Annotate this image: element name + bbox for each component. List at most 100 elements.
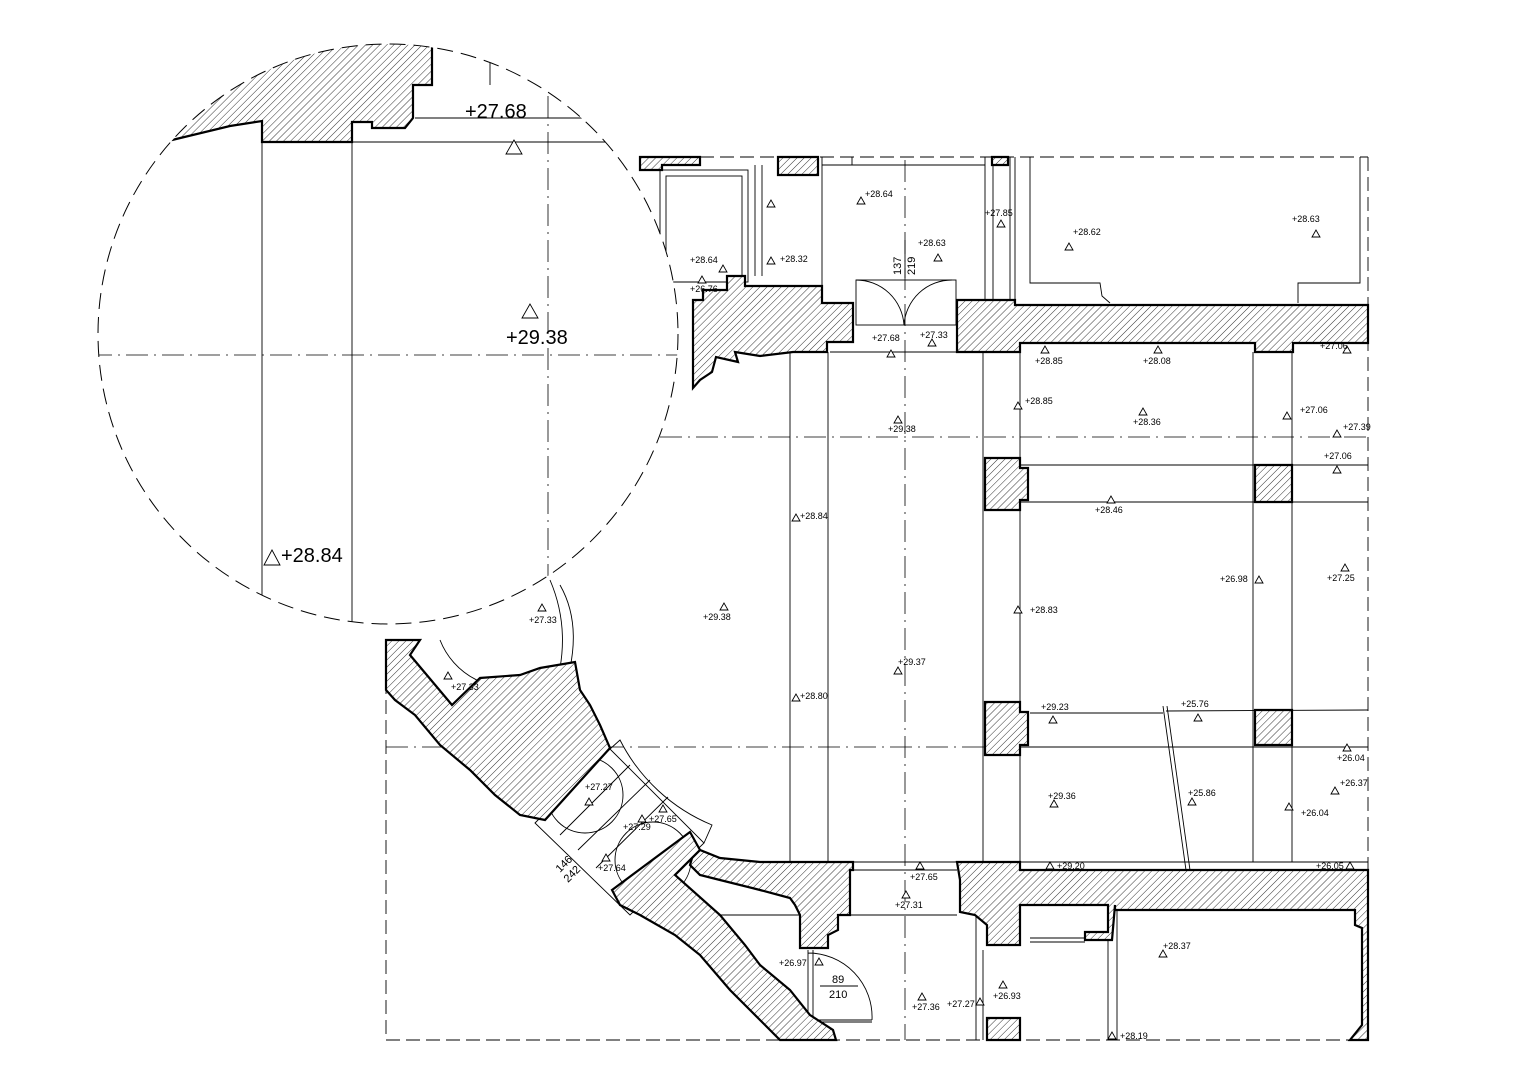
elevation-triangle-icon	[1330, 786, 1340, 795]
elevation-marker: +29.20	[1045, 861, 1085, 871]
elevation-triangle-icon	[1311, 229, 1321, 238]
elevation-triangle-icon	[856, 196, 866, 205]
elevation-label: +27.27	[947, 999, 975, 1009]
elevation-label: +27.65	[649, 814, 677, 824]
elevation-marker: +28.37	[1158, 941, 1191, 958]
elevation-triangle-icon	[1153, 345, 1163, 354]
elevation-triangle-icon	[917, 992, 927, 1001]
elevation-marker: +26.37	[1330, 778, 1368, 795]
elevation-label: +28.85	[1025, 396, 1053, 406]
detail-callout: +27.68 +29.38 +28.84	[97, 43, 679, 625]
main-door-width: 137	[892, 257, 904, 275]
elevation-label: +29.37	[898, 657, 926, 667]
elevation-triangle-icon	[1332, 465, 1342, 474]
elevation-marker: +26.98	[1220, 574, 1264, 584]
elevation-label: +27.27	[585, 782, 613, 792]
elevation-marker: +28.85	[1013, 396, 1053, 410]
elevation-triangle-icon	[601, 853, 611, 862]
elevation-marker: +28.63	[1292, 214, 1321, 238]
elevation-triangle-icon	[901, 890, 911, 899]
elevation-triangle-icon	[1045, 861, 1055, 870]
elevation-marker: +27.27	[947, 997, 985, 1009]
elevation-markers: +28.64 +28.63 +27.85 +28.62 +28.63 +28.64 +26.…	[443, 189, 1371, 1041]
elevation-triangle-icon	[886, 349, 896, 358]
elevation-label: +27.65	[910, 872, 938, 882]
elevation-label: +27.25	[1327, 573, 1355, 583]
elevation-triangle-icon	[1064, 242, 1074, 251]
elevation-marker: +27.65	[649, 804, 677, 824]
elevation-marker: +28.63	[918, 238, 946, 262]
elevation-triangle-icon	[658, 804, 668, 813]
elevation-label: +28.08	[1143, 356, 1171, 366]
elevation-label: +28.62	[1073, 227, 1101, 237]
elevation-triangle-icon	[791, 513, 801, 522]
elevation-marker: +27.33	[443, 671, 479, 692]
elevation-label: +27.06	[1324, 451, 1352, 461]
elevation-triangle-icon	[893, 666, 903, 675]
elevation-marker: +27.29	[623, 814, 651, 832]
elevation-marker: +27.31	[895, 890, 923, 910]
elevation-triangle-icon	[915, 861, 925, 870]
elevation-triangle-icon	[1013, 605, 1023, 614]
elevation-label: +27.85	[985, 208, 1013, 218]
elevation-label: +28.64	[865, 189, 893, 199]
elevation-triangle-icon	[637, 814, 647, 823]
elevation-marker: +27.25	[1327, 563, 1355, 583]
elevation-label: +27.36	[912, 1002, 940, 1012]
elevation-label: +27.31	[895, 900, 923, 910]
elevation-label: +27.33	[529, 615, 557, 625]
elevation-label: +28.46	[1095, 505, 1123, 515]
elevation-label: +28.36	[1133, 417, 1161, 427]
elevation-label: +27.29	[623, 822, 651, 832]
detail-top-level: +27.68	[465, 101, 527, 123]
elevation-triangle-icon	[927, 338, 937, 347]
elevation-label: +26.76	[690, 284, 718, 294]
elevation-label: +26.04	[1337, 753, 1365, 763]
elevation-triangle-icon	[975, 997, 985, 1006]
elevation-label: +26.93	[993, 991, 1021, 1001]
elevation-label: +25.86	[1188, 788, 1216, 798]
elevation-label: +26.37	[1340, 778, 1368, 788]
elevation-label: +29.20	[1057, 861, 1085, 871]
elevation-marker: +27.36	[912, 992, 940, 1012]
elevation-triangle-icon	[537, 603, 547, 612]
elevation-marker: +27.06	[1282, 405, 1328, 420]
elevation-marker: +28.32	[766, 254, 808, 265]
elevation-marker: +28.46	[1095, 495, 1123, 515]
elevation-label: +28.84	[800, 511, 828, 521]
elevation-label: +29.23	[1041, 702, 1069, 712]
elevation-marker: +28.08	[1143, 345, 1171, 366]
elevation-label: +26.97	[779, 958, 807, 968]
elevation-label: +25.76	[1181, 699, 1209, 709]
elevation-marker: +28.19	[1107, 1031, 1148, 1041]
elevation-triangle-icon	[1107, 1031, 1117, 1040]
elevation-marker: +28.64	[690, 255, 728, 273]
elevation-triangle-icon	[443, 671, 453, 680]
elevation-label: +27.33	[451, 682, 479, 692]
elevation-triangle-icon	[1049, 799, 1059, 808]
elevation-marker: +25.76	[1181, 699, 1209, 722]
side-door-width: 89	[832, 974, 844, 986]
elevation-triangle-icon	[1187, 797, 1197, 806]
elevation-marker: +26.76	[690, 275, 718, 294]
elevation-label: +26.98	[1220, 574, 1248, 584]
elevation-triangle-icon	[1332, 429, 1342, 438]
elevation-marker: +25.86	[1187, 788, 1216, 806]
elevation-label: +27.33	[920, 330, 948, 340]
elevation-triangle-icon	[1345, 861, 1355, 870]
elevation-triangle-icon	[1340, 563, 1350, 572]
elevation-triangle-icon	[814, 957, 824, 966]
elevation-marker: +27.64	[598, 853, 626, 873]
elevation-marker: +27.65	[910, 861, 938, 882]
elevation-marker: +29.38	[703, 602, 731, 622]
side-door-height: 210	[829, 989, 847, 1001]
detail-left-level: +28.84	[281, 545, 343, 567]
elevation-triangle-icon	[1158, 949, 1168, 958]
elevation-marker: +27.27	[584, 782, 613, 806]
elevation-label: +29.36	[1048, 791, 1076, 801]
elevation-triangle-icon	[1342, 743, 1352, 752]
elevation-marker: +29.23	[1041, 702, 1069, 724]
elevation-label: +29.38	[703, 612, 731, 622]
elevation-triangle-icon	[1138, 407, 1148, 416]
